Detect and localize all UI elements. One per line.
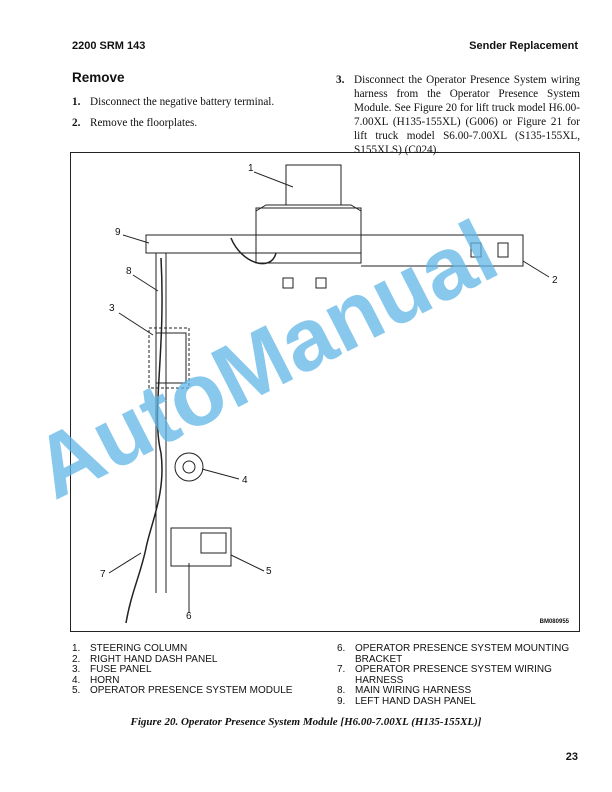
legend-item: 8. MAIN WIRING HARNESS	[337, 685, 577, 697]
legend-num: 7.	[337, 664, 346, 675]
figure-20: AutoManual 1 2 3 4 5 6 7 8 9 BM080955	[18, 152, 580, 632]
legend-item: 5. OPERATOR PRESENCE SYSTEM MODULE	[72, 685, 327, 697]
figure-id: BM080955	[539, 619, 569, 625]
legend-num: 8.	[337, 685, 346, 696]
callout-7: 7	[100, 569, 106, 580]
step-text: Remove the floorplates.	[90, 117, 198, 129]
step-text: Disconnect the negative battery terminal…	[90, 96, 275, 108]
legend-text: MAIN WIRING HARNESS	[355, 685, 472, 696]
legend-left: 1. STEERING COLUMN 2. RIGHT HAND DASH PANE…	[72, 643, 327, 697]
legend-text: LEFT HAND DASH PANEL	[355, 695, 476, 707]
legend-num: 4.	[72, 674, 81, 686]
legend-item: 1. STEERING COLUMN	[72, 643, 327, 655]
step-3: 3. Disconnect the Operator Presence Syst…	[336, 73, 580, 157]
legend-right: 6. OPERATOR PRESENCE SYSTEM MOUNTING BRAC…	[337, 643, 577, 708]
legend-item: 3. FUSE PANEL	[72, 664, 327, 676]
legend-num: 5.	[72, 685, 81, 696]
legend-num: 9.	[337, 695, 346, 707]
callout-1: 1	[248, 163, 254, 174]
legend-item: 2. RIGHT HAND DASH PANEL	[72, 653, 327, 666]
legend-text: OPERATOR PRESENCE SYSTEM MOUNTING BRACKE…	[355, 643, 570, 665]
legend-item: 6. OPERATOR PRESENCE SYSTEM MOUNTING BRAC…	[337, 643, 577, 665]
step-text: Disconnect the Operator Presence System …	[354, 74, 580, 156]
legend-num: 1.	[72, 643, 81, 654]
legend-text: OPERATOR PRESENCE SYSTEM MODULE	[90, 685, 293, 696]
callout-8: 8	[126, 266, 132, 277]
legend-num: 6.	[337, 643, 346, 654]
callout-leaders	[108, 171, 550, 613]
legend-text: OPERATOR PRESENCE SYSTEM WIRING HARNESS	[355, 664, 552, 686]
step-number: 3.	[336, 74, 345, 86]
callout-3: 3	[109, 303, 115, 314]
callout-5: 5	[266, 566, 272, 577]
legend-text: HORN	[90, 674, 120, 686]
step-number: 2.	[72, 117, 81, 129]
step-1: 1. Disconnect the negative battery termi…	[72, 95, 322, 109]
step-number: 1.	[72, 96, 81, 108]
section-title: Remove	[72, 70, 125, 85]
legend-text: RIGHT HAND DASH PANEL	[90, 653, 218, 665]
callout-4: 4	[242, 475, 248, 486]
legend-num: 2.	[72, 653, 81, 665]
fuse-panel	[148, 327, 190, 389]
legend-item: 4. HORN	[72, 674, 327, 687]
legend-item: 9. LEFT HAND DASH PANEL	[337, 695, 577, 708]
legend-item: 7. OPERATOR PRESENCE SYSTEM WIRING HARNES…	[337, 664, 577, 686]
legend-text: FUSE PANEL	[90, 664, 152, 675]
callout-9: 9	[115, 227, 121, 238]
legend-num: 3.	[72, 664, 81, 675]
horn	[174, 452, 204, 482]
harness	[125, 237, 277, 624]
steering-column	[255, 164, 362, 289]
dash-panel	[145, 234, 524, 593]
header-left: 2200 SRM 143	[72, 40, 146, 52]
module	[170, 527, 232, 567]
header-right: Sender Replacement	[469, 40, 578, 52]
callout-2: 2	[552, 275, 558, 286]
figure-caption: Figure 20. Operator Presence System Modu…	[130, 716, 482, 728]
page-number: 23	[565, 751, 578, 763]
wiring-diagram	[108, 164, 550, 624]
legend-text: STEERING COLUMN	[90, 643, 188, 654]
callout-6: 6	[186, 611, 192, 622]
step-2: 2. Remove the floorplates.	[72, 116, 322, 130]
